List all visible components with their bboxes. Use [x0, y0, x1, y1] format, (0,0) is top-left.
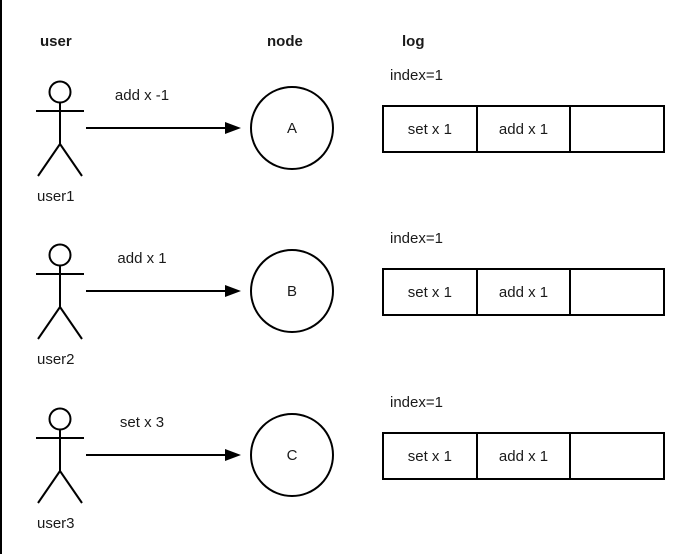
message-label: set x 3 [119, 414, 165, 431]
arrow-right-icon [86, 285, 241, 297]
user-label: user3 [37, 515, 75, 532]
diagram-row: user1 add x -1 A index=1 set x 1 add x 1 [0, 55, 691, 223]
node-circle: C [250, 413, 334, 497]
log-cell [571, 270, 663, 314]
log-cell: set x 1 [384, 434, 478, 478]
node-letter: C [286, 446, 298, 464]
person-icon [36, 407, 84, 504]
log-cell: set x 1 [384, 270, 478, 314]
diagram-row: user3 set x 3 C index=1 set x 1 add x 1 [0, 382, 691, 550]
person-icon [36, 80, 84, 177]
log-table: set x 1 add x 1 [382, 268, 665, 316]
log-table: set x 1 add x 1 [382, 105, 665, 153]
diagram-row: user2 add x 1 B index=1 set x 1 add x 1 [0, 218, 691, 386]
person-icon [36, 243, 84, 340]
log-cell [571, 107, 663, 151]
column-header-user: user [40, 33, 72, 50]
node-letter: A [286, 119, 297, 137]
arrow-right-icon [86, 449, 241, 461]
log-index-label: index=1 [390, 394, 443, 411]
node-circle: A [250, 86, 334, 170]
column-header-log: log [402, 33, 425, 50]
node-circle: B [250, 249, 334, 333]
log-cell: add x 1 [478, 270, 572, 314]
node-letter: B [286, 282, 297, 300]
log-cell [571, 434, 663, 478]
log-cell: add x 1 [478, 434, 572, 478]
user-label: user2 [37, 351, 75, 368]
log-table: set x 1 add x 1 [382, 432, 665, 480]
log-index-label: index=1 [390, 67, 443, 84]
frame-left-border [0, 0, 2, 554]
log-cell: set x 1 [384, 107, 478, 151]
arrow-right-icon [86, 122, 241, 134]
message-label: add x -1 [114, 87, 170, 104]
log-cell: add x 1 [478, 107, 572, 151]
user-label: user1 [37, 188, 75, 205]
column-header-node: node [267, 33, 303, 50]
log-index-label: index=1 [390, 230, 443, 247]
message-label: add x 1 [117, 250, 167, 267]
